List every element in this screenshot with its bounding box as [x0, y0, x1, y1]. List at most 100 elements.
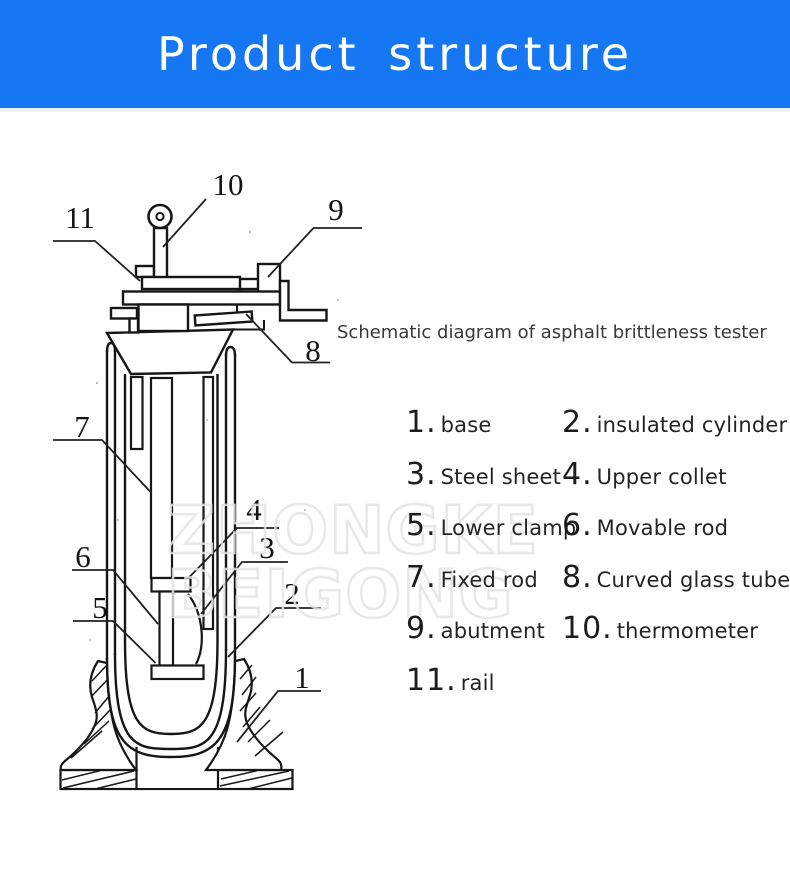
leader-lines	[53, 198, 362, 743]
thermometer-stem	[152, 226, 169, 280]
part-item-11: 11.rail	[406, 663, 562, 698]
parts-legend: 1.base 2.insulated cylinder 3.Steel shee…	[406, 400, 790, 710]
base-plate-hatching	[61, 769, 293, 790]
callout-6: 6	[75, 539, 91, 574]
rail-upper-bar	[140, 275, 242, 291]
callout-labels: 10 11 9 8 7 6 5 4 3 2 1	[65, 167, 344, 695]
base-flare-hatching	[70, 664, 284, 759]
movable-rod	[158, 590, 175, 667]
right-support-bracket	[278, 279, 328, 322]
top-assembly	[104, 203, 328, 376]
right-guide-rod	[202, 375, 215, 631]
leader-5	[73, 620, 157, 664]
leader-6	[72, 569, 159, 625]
scan-noise	[89, 231, 339, 747]
part-name: Fixed rod	[440, 567, 538, 592]
parts-row: 7.Fixed rod 8.Curved glass tube	[406, 555, 790, 607]
leader-3	[200, 561, 288, 615]
leader-2	[227, 607, 321, 658]
callout-4: 4	[246, 492, 262, 527]
callout-8: 8	[305, 333, 321, 368]
leader-11	[53, 240, 141, 282]
leader-9	[267, 227, 362, 278]
parts-row: 5.Lower clamp 6.Movable rod	[406, 503, 790, 555]
center-block	[137, 303, 190, 333]
part-name: Movable rod	[596, 516, 729, 541]
lower-clamp	[150, 664, 205, 681]
part-item-9: 9.abutment	[406, 611, 562, 646]
parts-row: 11.rail	[406, 658, 790, 710]
part-item-3: 3.Steel sheet	[406, 457, 562, 492]
part-name: Curved glass tube	[596, 567, 790, 592]
leader-8	[245, 313, 330, 364]
callout-2: 2	[284, 576, 300, 611]
parts-row: 1.base 2.insulated cylinder	[406, 400, 790, 452]
parts-row: 9.abutment 10.thermometer	[406, 606, 790, 658]
thermometer-bulb-center	[155, 211, 165, 222]
leader-7	[53, 439, 153, 494]
part-number: 5.	[406, 508, 437, 544]
curved-glass-tube	[193, 310, 254, 327]
part-number: 11.	[406, 662, 457, 698]
left-bracket	[109, 306, 139, 320]
funnel	[104, 328, 235, 376]
part-name: abutment	[440, 619, 545, 644]
callout-7: 7	[74, 409, 90, 444]
fixed-rod	[149, 376, 174, 580]
left-guide-rod	[129, 375, 144, 451]
callout-5: 5	[92, 590, 108, 625]
cylinder-right-wall-cap	[224, 345, 237, 357]
callout-10: 10	[213, 167, 244, 202]
part-item-10: 10.thermometer	[562, 611, 758, 646]
rail-lower-bar	[121, 290, 282, 306]
part-number: 4.	[562, 456, 593, 492]
part-item-5: 5.Lower clamp	[406, 508, 576, 544]
inner-tube	[123, 374, 219, 736]
part-name: rail	[460, 670, 495, 695]
part-number: 6.	[562, 508, 593, 544]
cylinder-bottom-outer-curve	[105, 655, 237, 759]
leader-1	[236, 690, 321, 743]
left-bracket-post	[128, 317, 140, 334]
parts-row: 3.Steel sheet 4.Upper collet	[406, 452, 790, 504]
callout-1: 1	[294, 660, 310, 695]
base-right-flare	[203, 657, 283, 772]
part-item-2: 2.insulated cylinder	[562, 405, 787, 440]
part-name: Lower clamp	[440, 516, 577, 541]
stem-collar	[134, 264, 156, 279]
part-item-8: 8.Curved glass tube	[562, 560, 790, 595]
part-item-1: 1.base	[406, 405, 562, 440]
part-number: 1.	[406, 405, 437, 440]
upper-collet	[150, 576, 192, 593]
base	[59, 657, 294, 791]
rods-and-clamps	[129, 375, 215, 681]
cylinder-bottom-inner-curve	[113, 648, 228, 751]
part-number: 10.	[562, 611, 613, 647]
callout-11: 11	[65, 200, 95, 235]
assembly-bottom-edge	[233, 320, 265, 331]
insulated-cylinder	[105, 341, 237, 759]
part-number: 2.	[562, 405, 593, 440]
leader-10	[162, 198, 207, 248]
part-name: base	[440, 413, 492, 437]
page-title: Product structure	[156, 27, 634, 81]
part-number: 8.	[562, 559, 593, 595]
leader-4	[187, 527, 279, 580]
part-name: thermometer	[616, 619, 759, 644]
part-name: insulated cylinder	[596, 413, 788, 437]
part-name: Upper collet	[596, 464, 727, 489]
part-item-6: 6.Movable rod	[562, 508, 728, 543]
part-item-4: 4.Upper collet	[562, 457, 727, 492]
part-number: 3.	[406, 456, 437, 492]
diagram-caption: Schematic diagram of asphalt brittleness…	[337, 322, 767, 343]
part-item-7: 7.Fixed rod	[406, 560, 562, 595]
part-number: 7.	[406, 559, 437, 595]
rail-right-extension	[236, 277, 262, 291]
base-left-flare	[59, 659, 139, 772]
base-pedestal	[137, 747, 217, 788]
part-name: Steel sheet	[440, 464, 562, 489]
header-banner: Product structure	[0, 0, 790, 112]
callout-3: 3	[259, 530, 275, 565]
